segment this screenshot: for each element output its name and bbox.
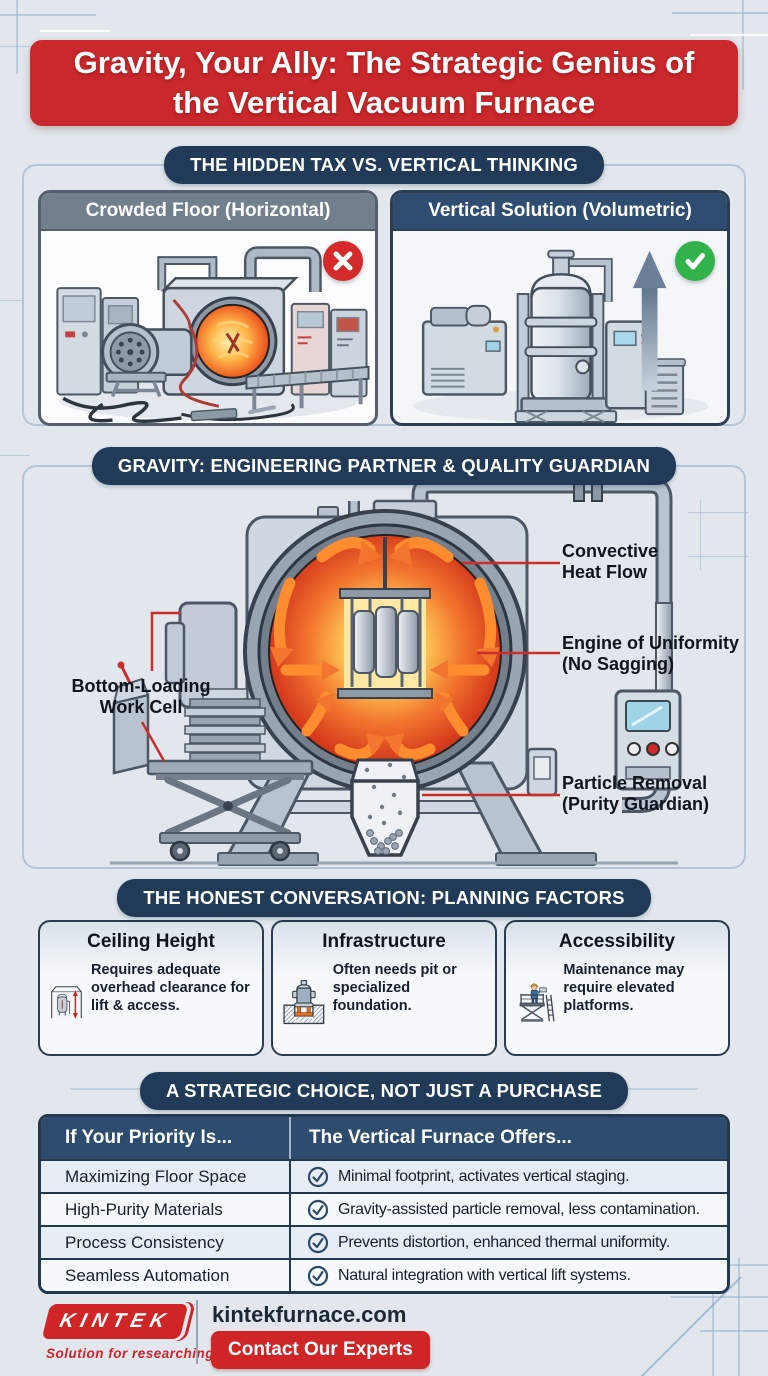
table-row: Maximizing Floor Space Minimal footprint… [41, 1159, 727, 1192]
title-banner: Gravity, Your Ally: The Strategic Genius… [30, 40, 738, 126]
table-row: Process Consistency Prevents distortion,… [41, 1225, 727, 1258]
page-title: Gravity, Your Ally: The Strategic Genius… [73, 44, 695, 120]
card-title: Accessibility [558, 931, 676, 952]
label-particle-removal: Particle Removal (Purity Guardian) [562, 773, 710, 815]
table-row: Seamless Automation Natural integration … [41, 1258, 727, 1291]
table-header-row: If Your Priority Is... The Vertical Furn… [41, 1117, 727, 1159]
label-bottom-loading-work-cell: Bottom-Loading Work Cell [71, 676, 211, 718]
priority-cell: Process Consistency [41, 1227, 291, 1258]
planning-header: THE HONEST CONVERSATION: PLANNING FACTOR… [117, 879, 651, 917]
offer-cell: Natural integration with vertical lift s… [338, 1266, 631, 1284]
column-header-offer: The Vertical Furnace Offers... [309, 1127, 572, 1148]
brand-tagline: Solution for researching [46, 1346, 215, 1361]
check-circle-icon [307, 1265, 329, 1286]
priority-cell: Seamless Automation [41, 1260, 291, 1291]
elevated-platform-icon [519, 983, 555, 1022]
card-accessibility: Accessibility Maintenance may require el [504, 920, 730, 1056]
offer-cell: Minimal footprint, activates vertical st… [338, 1167, 630, 1185]
website-link[interactable]: kintekfurnace.com [212, 1302, 407, 1327]
horizontal-panel: Crowded Floor (Horizontal) [38, 190, 378, 426]
ceiling-height-icon [51, 986, 82, 1019]
check-circle-icon [307, 1199, 329, 1220]
comparison-header: THE HIDDEN TAX VS. VERTICAL THINKING [164, 146, 604, 184]
priority-cell: Maximizing Floor Space [41, 1161, 291, 1192]
card-text: Maintenance may require elevated platfor… [563, 962, 685, 1015]
horizontal-furnace-illustration [56, 246, 370, 423]
check-circle-icon [307, 1166, 329, 1187]
kintek-logo: KINTEK Solution for researching [41, 1304, 215, 1361]
kintek-logo-box: KINTEK [41, 1304, 189, 1339]
check-icon [685, 253, 705, 270]
cross-icon [333, 251, 353, 271]
vertical-panel: Vertical Solution (Volumetric) [390, 190, 730, 426]
horizontal-panel-title: Crowded Floor (Horizontal) [41, 193, 375, 231]
vertical-panel-title: Vertical Solution (Volumetric) [393, 193, 727, 231]
offer-cell: Prevents distortion, enhanced thermal un… [338, 1233, 670, 1251]
card-text: Often needs pit or specialized foundatio… [332, 962, 457, 1015]
footer-divider [196, 1300, 198, 1364]
contact-experts-button[interactable]: Contact Our Experts [211, 1331, 430, 1369]
strategic-header: A STRATEGIC CHOICE, NOT JUST A PURCHASE [139, 1072, 629, 1110]
foundation-pit-icon [283, 980, 325, 1025]
card-text: Requires adequate overhead clearance for… [91, 962, 250, 1015]
card-title: Infrastructure [322, 931, 446, 952]
priority-cell: High-Purity Materials [41, 1194, 291, 1225]
table-row: High-Purity Materials Gravity-assisted p… [41, 1192, 727, 1225]
check-badge [675, 241, 715, 281]
card-title: Ceiling Height [87, 931, 215, 952]
column-header-priority: If Your Priority Is... [41, 1117, 291, 1159]
brand-name: KINTEK [57, 1310, 174, 1332]
vertical-furnace-illustration [413, 249, 709, 423]
label-convective-heat-flow: Convective Heat Flow [562, 541, 659, 583]
gravity-header: GRAVITY: ENGINEERING PARTNER & QUALITY G… [91, 447, 677, 485]
furnace-cross-section-illustration [110, 468, 682, 866]
strategic-table: If Your Priority Is... The Vertical Furn… [38, 1114, 730, 1294]
cross-badge [323, 241, 363, 281]
offer-cell: Gravity-assisted particle removal, less … [338, 1200, 700, 1218]
label-engine-of-uniformity: Engine of Uniformity (No Sagging) [562, 633, 739, 675]
gravity-diagram: Convective Heat Flow Engine of Uniformit… [22, 465, 746, 869]
card-infrastructure: Infrastructure Often needs pit or [271, 920, 497, 1056]
check-circle-icon [307, 1232, 329, 1253]
card-ceiling-height: Ceiling Height Requires adequate overhea… [38, 920, 264, 1056]
